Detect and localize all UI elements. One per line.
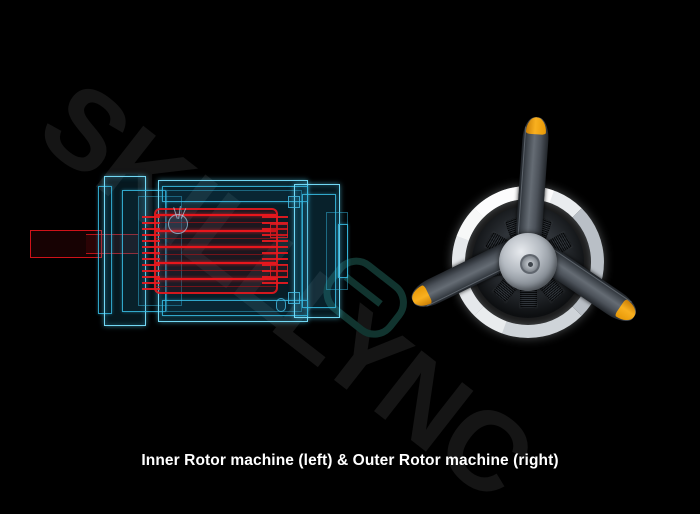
rotor-lamination (156, 222, 276, 223)
rotor-lamination (156, 214, 276, 216)
rotor-lamination (156, 278, 276, 280)
rotor-lamination (156, 262, 276, 264)
outer-rotor-machine-illustration (388, 116, 668, 372)
rotor-lamination (156, 238, 276, 239)
propeller-spinner-hub (499, 233, 557, 291)
shaft-inner-line (86, 234, 138, 254)
terminal-connector (168, 205, 188, 234)
rotor-lamination (156, 286, 276, 287)
figure-caption: Inner Rotor machine (left) & Outer Rotor… (141, 452, 559, 469)
housing-bottom-rail (162, 300, 308, 316)
rotor-lamination (156, 254, 276, 255)
rotor-lamination (156, 270, 276, 271)
end-winding-coils-front (142, 214, 160, 290)
rear-detail-block (288, 292, 300, 304)
inner-rotor-machine-illustration (26, 168, 348, 334)
housing-top-rail (162, 186, 308, 202)
rear-winding-block (270, 224, 288, 238)
spinner-center-dot (527, 261, 533, 267)
rear-detail-block (288, 196, 300, 208)
rear-mounting-tab (338, 224, 348, 278)
rotor-lamination (156, 246, 276, 248)
rear-winding-block (270, 264, 288, 278)
flange-mounting-tabs (98, 186, 112, 314)
front-flange (104, 176, 146, 326)
rotor-lamination (156, 230, 276, 232)
spinner-center-ring (520, 254, 540, 274)
stator-housing-inner (166, 190, 302, 312)
rear-housing (294, 184, 340, 318)
rear-sensor-block (276, 298, 286, 312)
rear-housing-inner (302, 194, 336, 308)
